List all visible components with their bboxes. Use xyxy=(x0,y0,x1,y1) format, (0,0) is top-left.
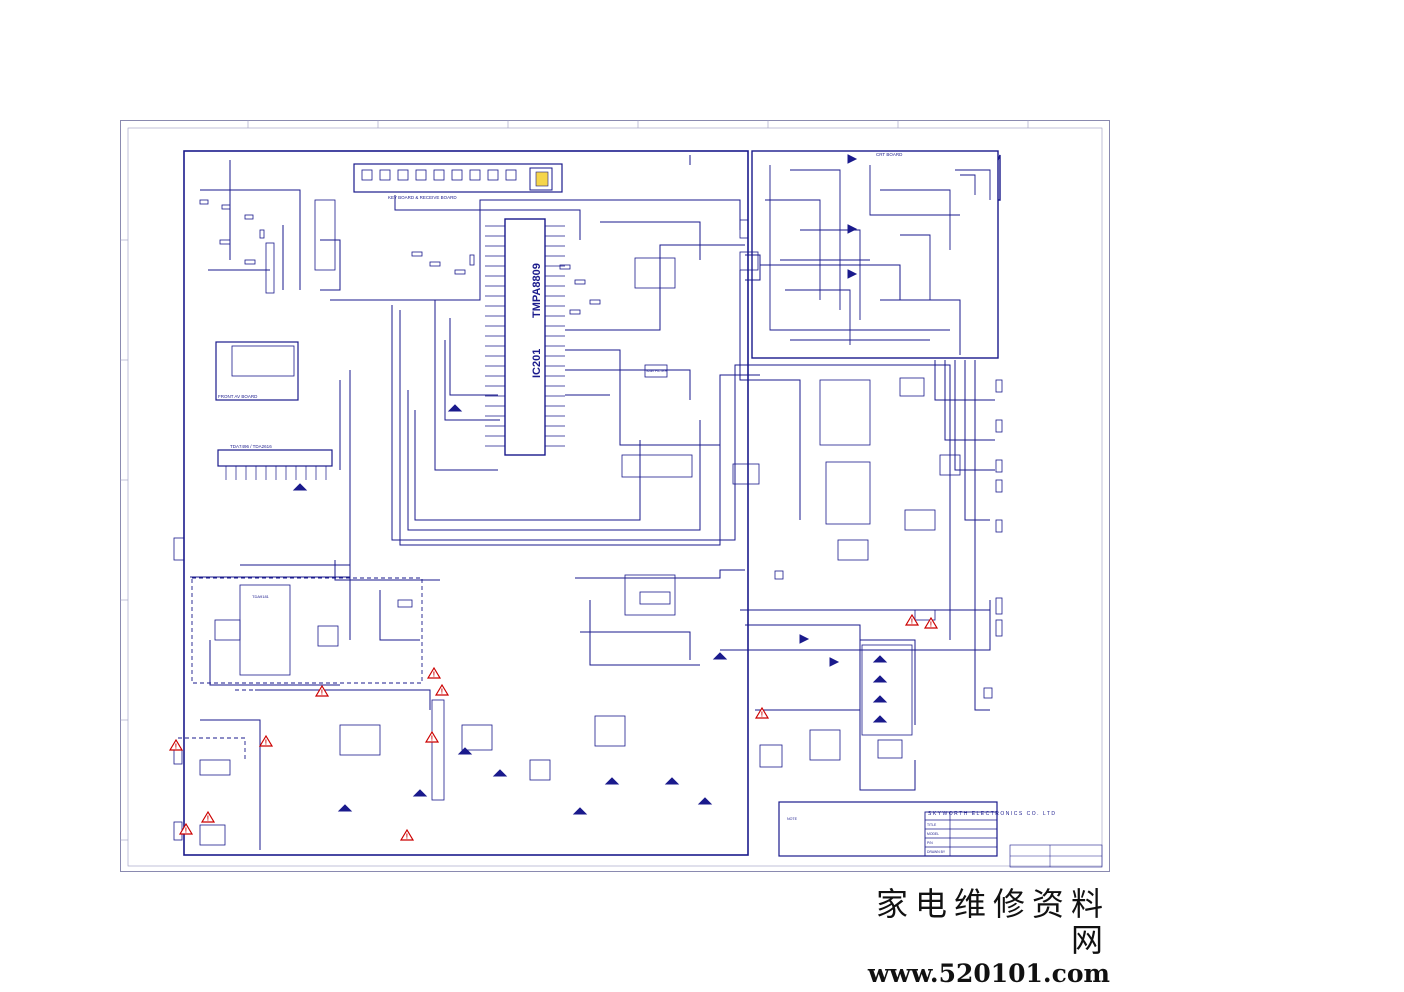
warning-exclamation-icon: ! xyxy=(761,712,763,719)
main-ic-part: TMPA8809 xyxy=(531,263,543,318)
key-board-label: KEY BOARD & RECEIVE BOARD xyxy=(388,195,457,200)
warning-exclamation-icon: ! xyxy=(265,740,267,747)
notes-heading: NOTE xyxy=(787,817,798,821)
crt-board-label: CRT BOARD xyxy=(876,152,903,157)
warning-exclamation-icon: ! xyxy=(185,828,187,835)
title-block-row: MODEL xyxy=(927,832,939,836)
warning-exclamation-icon: ! xyxy=(433,672,435,679)
warning-exclamation-icon: ! xyxy=(441,689,443,696)
saw-filter-label: SAW FILTER xyxy=(646,369,668,373)
title-block-row: P/N xyxy=(927,841,933,845)
title-block-company: SKYWORTH ELECTRONICS CO. LTD xyxy=(928,811,1057,817)
warning-exclamation-icon: ! xyxy=(911,619,913,626)
warning-exclamation-icon: ! xyxy=(207,816,209,823)
audio-ic-label: TDA7496 / TDA2616 xyxy=(230,444,272,449)
main-ic-label: IC201 xyxy=(531,349,543,378)
warning-exclamation-icon: ! xyxy=(321,690,323,697)
front-board-label: FRONT AV BOARD xyxy=(218,394,258,399)
warning-exclamation-icon: ! xyxy=(175,744,177,751)
warning-exclamation-icon: ! xyxy=(930,622,932,629)
watermark: 家电维修资料网 www.520101.com xyxy=(846,886,1110,990)
watermark-chinese-title: 家电维修资料网 xyxy=(875,885,1110,959)
warning-icons: !!!!!!!!!!!! xyxy=(168,613,939,841)
title-block-row: DRAWN BY xyxy=(927,850,946,854)
warning-exclamation-icon: ! xyxy=(431,736,433,743)
warning-exclamation-icon: ! xyxy=(406,834,408,841)
av-switch-ic-label: TDA9181 xyxy=(252,594,270,599)
title-block-row: TITLE xyxy=(927,823,937,827)
schematic-sheet-border xyxy=(120,120,1110,872)
watermark-url: www.520101.com xyxy=(867,959,1110,988)
key-board-highlight xyxy=(535,171,549,187)
